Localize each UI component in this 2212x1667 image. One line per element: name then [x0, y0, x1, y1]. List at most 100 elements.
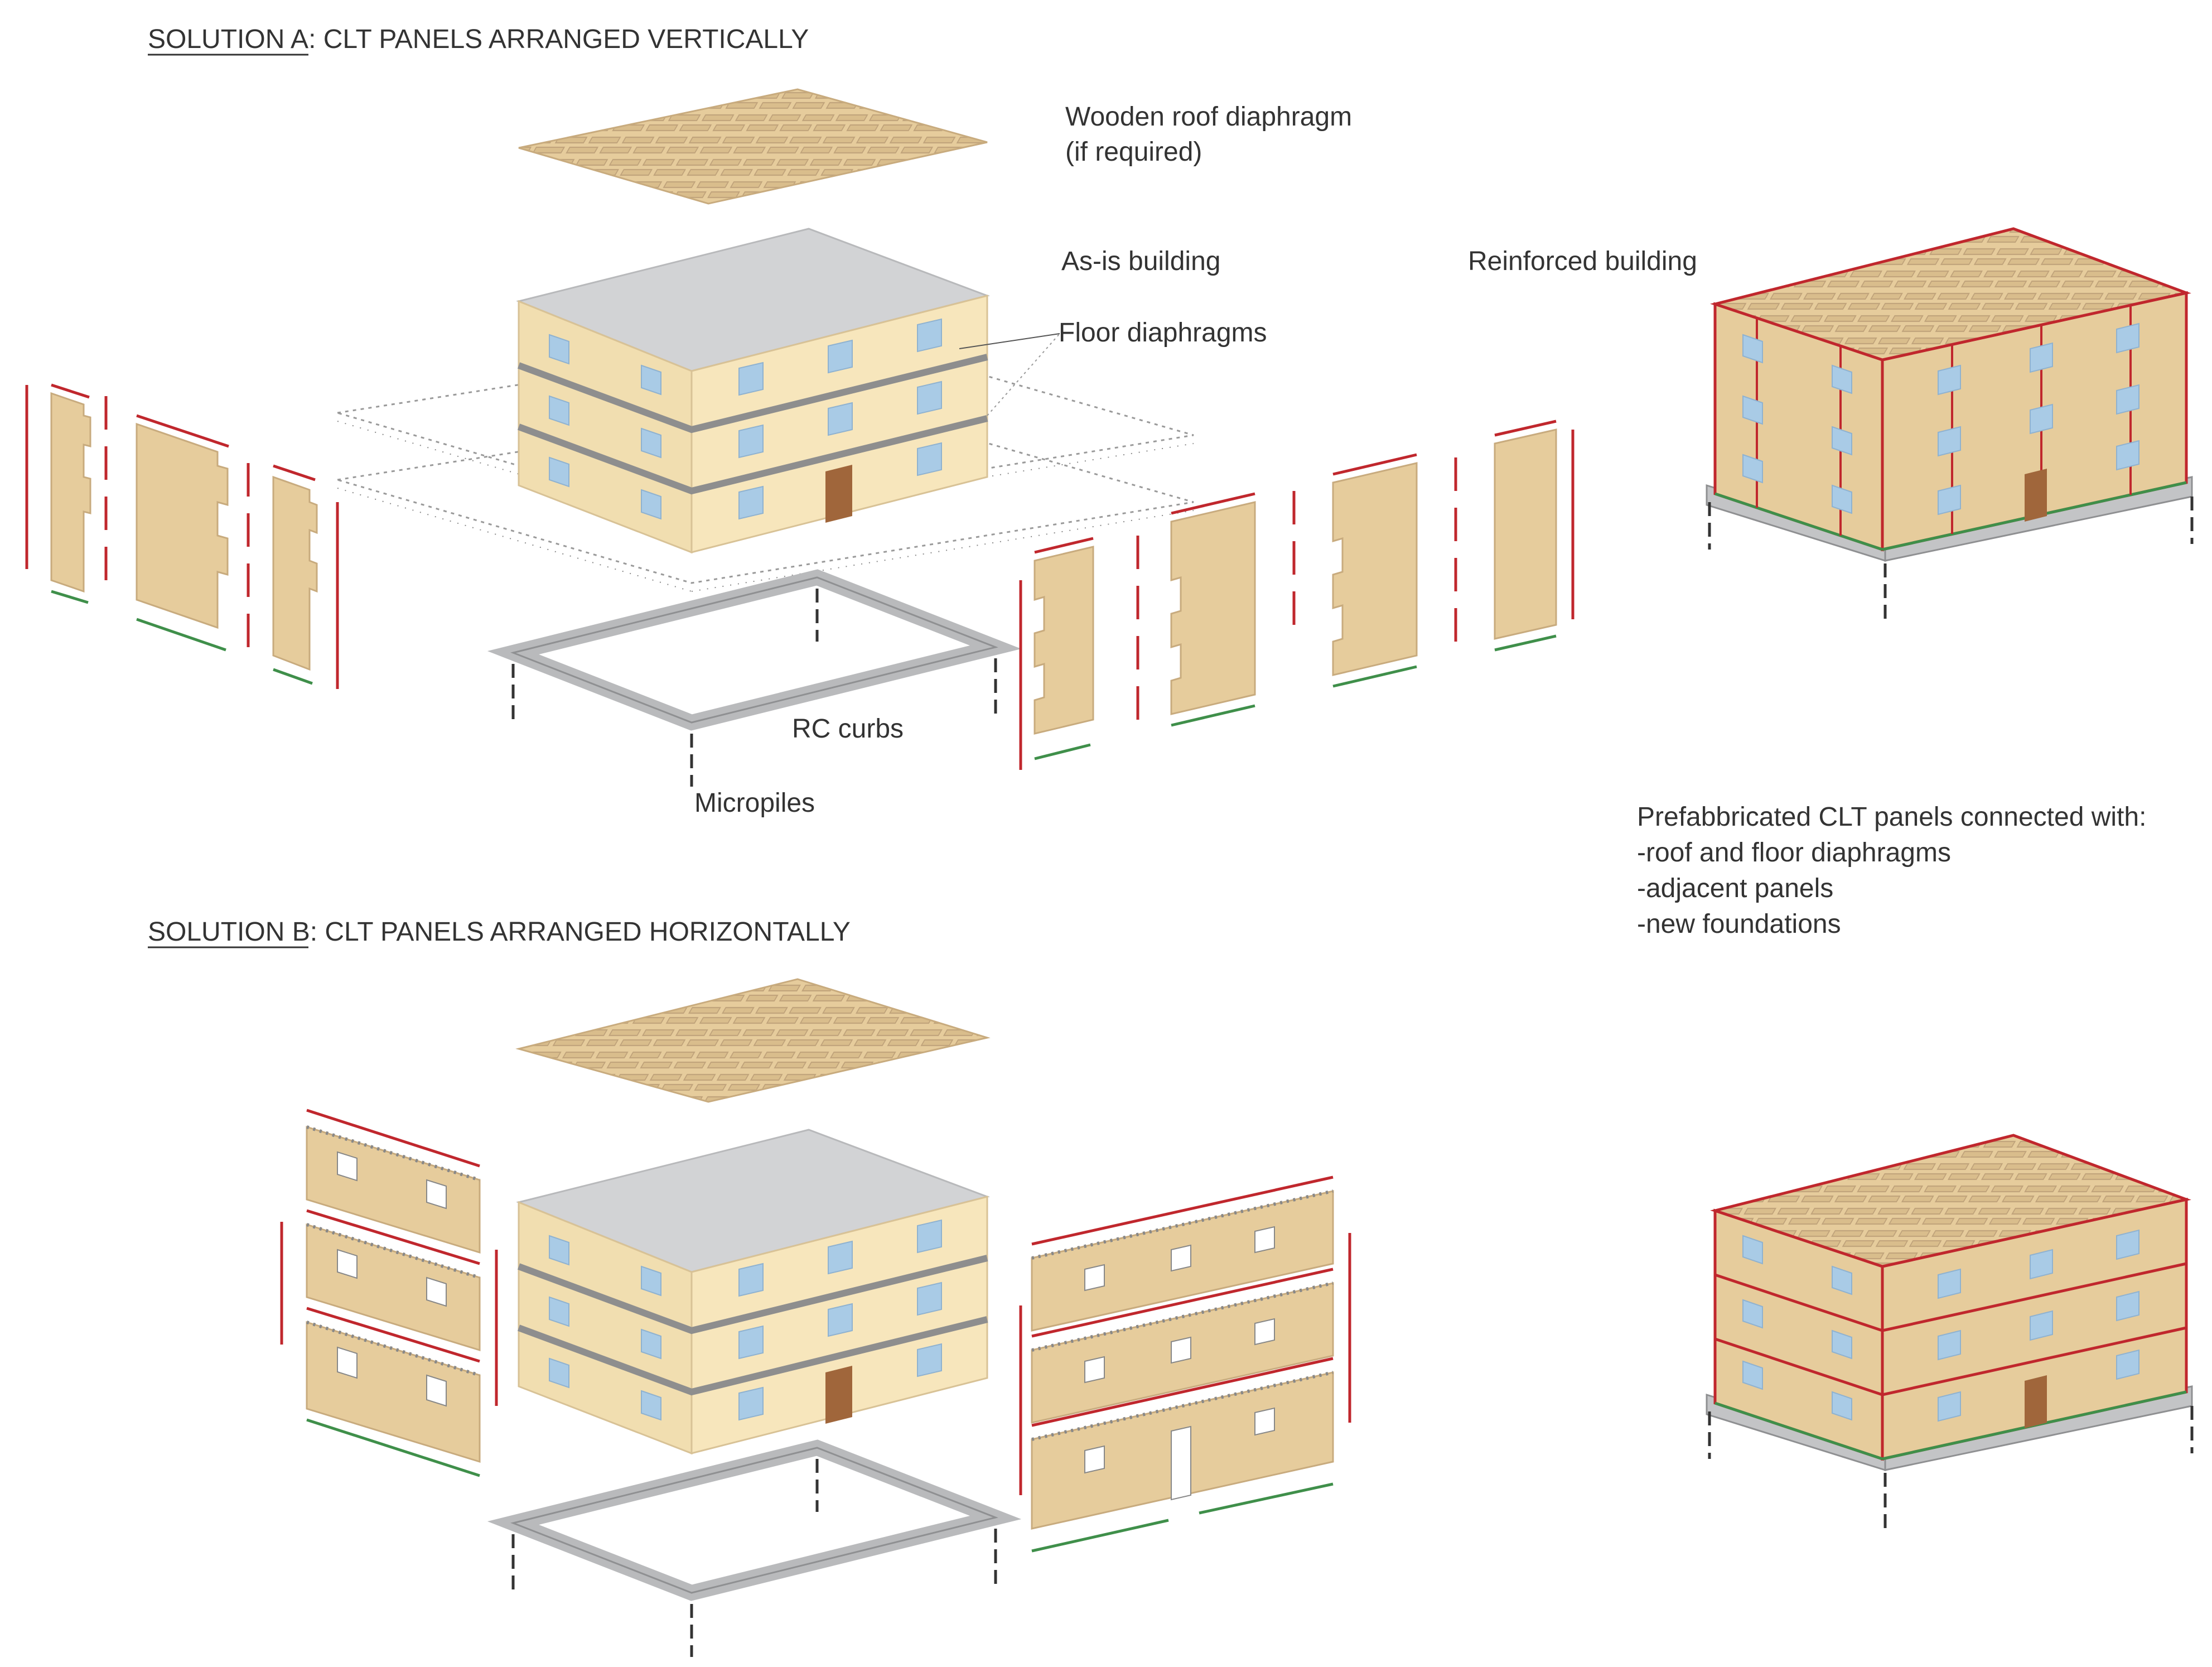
- window-icon: [549, 395, 569, 426]
- window-icon: [641, 489, 661, 520]
- rc-curbs-a: [487, 569, 1022, 787]
- window-icon: [1742, 395, 1763, 425]
- window-icon: [1832, 1265, 1852, 1295]
- rc-curbs-b: [487, 1439, 1022, 1657]
- window-icon: [1832, 364, 1852, 394]
- window-icon: [828, 339, 853, 374]
- window-icon: [1742, 1299, 1763, 1329]
- clt-panel: [272, 475, 318, 671]
- window-icon: [2030, 403, 2053, 435]
- window-icon: [549, 1235, 569, 1266]
- reinforced-building-label: Reinforced building: [1468, 247, 1697, 276]
- door-icon: [2025, 1375, 2047, 1428]
- window-icon: [828, 402, 853, 436]
- window-icon: [2030, 1310, 2053, 1341]
- clt-panel: [1170, 501, 1256, 715]
- window-icon: [917, 318, 942, 353]
- notes-block: Prefabbricated CLT panels connected with…: [1637, 802, 2146, 939]
- clt-panels-horizontal-right-b: [1019, 1175, 1351, 1553]
- window-icon: [641, 1390, 661, 1421]
- clt-panels-horizontal-left-b: [280, 1109, 498, 1477]
- window-icon: [2030, 1249, 2053, 1280]
- clt-panel: [50, 392, 91, 593]
- window-icon: [738, 424, 764, 459]
- clt-panel: [1332, 462, 1418, 676]
- rc-curbs-label: RC curbs: [792, 714, 904, 744]
- window-icon: [1938, 426, 1961, 457]
- reinforced-building-a: [1706, 227, 2194, 619]
- window-icon: [549, 1296, 569, 1327]
- notes-item: -adjacent panels: [1637, 874, 1833, 903]
- floor-diaphragms-label: Floor diaphragms: [1059, 318, 1267, 348]
- window-icon: [1742, 1360, 1763, 1390]
- reinforced-building-b: [1706, 1134, 2194, 1529]
- notes-heading: Prefabbricated CLT panels connected with…: [1637, 802, 2146, 832]
- clt-panel: [136, 422, 229, 629]
- window-icon: [549, 1357, 569, 1389]
- clt-panel: [1494, 428, 1557, 640]
- building-a-floor-slab-1: [517, 354, 988, 433]
- window-icon: [917, 1343, 942, 1377]
- clt-panels-vertical-right-a: [1019, 420, 1575, 770]
- window-icon: [738, 1263, 764, 1297]
- window-icon: [1938, 364, 1961, 396]
- window-icon: [641, 364, 661, 396]
- window-icon: [828, 1240, 853, 1275]
- window-icon: [2116, 1290, 2139, 1322]
- notes-item: -roof and floor diaphragms: [1637, 838, 1951, 868]
- window-icon: [549, 334, 569, 365]
- window-icon: [738, 1386, 764, 1421]
- floor-diaphragms-leader: [959, 333, 1060, 349]
- clt-panel: [306, 1321, 481, 1463]
- solution-a-rest: : CLT PANELS ARRANGED VERTICALLY: [308, 25, 809, 54]
- window-icon: [1832, 426, 1852, 456]
- window-icon: [738, 362, 764, 396]
- window-icon: [549, 456, 569, 488]
- window-icon: [2116, 440, 2139, 471]
- micropiles-label: Micropiles: [694, 788, 815, 818]
- roof-diaphragm-b: [515, 978, 991, 1103]
- window-icon: [1938, 484, 1961, 515]
- notes-item: -new foundations: [1637, 909, 1841, 939]
- window-icon: [738, 485, 764, 520]
- clt-panel: [1033, 546, 1094, 735]
- window-icon: [828, 1303, 853, 1337]
- roof-diaphragm-label: Wooden roof diaphragm: [1065, 102, 1352, 132]
- door-icon: [825, 465, 852, 523]
- solution-a-title: SOLUTION A: CLT PANELS ARRANGED VERTICAL…: [148, 25, 809, 54]
- window-icon: [2116, 384, 2139, 415]
- window-icon: [1742, 454, 1763, 484]
- window-icon: [641, 1265, 661, 1297]
- window-icon: [2116, 1229, 2139, 1260]
- window-icon: [641, 427, 661, 459]
- as-is-building-a: [516, 228, 991, 554]
- window-icon: [1832, 484, 1852, 514]
- window-icon: [1938, 1268, 1961, 1299]
- solution-b-rest: : CLT PANELS ARRANGED HORIZONTALLY: [310, 917, 851, 947]
- roof-diaphragm-note: (if required): [1065, 137, 1202, 167]
- solution-b-prefix: SOLUTION B: [148, 917, 310, 947]
- solution-a-prefix: SOLUTION A: [148, 25, 308, 54]
- window-icon: [738, 1325, 764, 1360]
- roof-diaphragm-a: [518, 88, 988, 205]
- door-icon: [2025, 469, 2047, 522]
- solution-b-title: SOLUTION B: CLT PANELS ARRANGED HORIZONT…: [148, 917, 851, 947]
- window-icon: [917, 1219, 942, 1254]
- window-icon: [917, 442, 942, 476]
- window-icon: [641, 1328, 661, 1360]
- building-a-floor-slab-2: [517, 415, 988, 495]
- window-icon: [1938, 1329, 1961, 1361]
- window-icon: [1938, 1391, 1961, 1422]
- window-icon: [1832, 1329, 1852, 1360]
- window-icon: [917, 380, 942, 415]
- as-is-building-b: [516, 1129, 991, 1455]
- window-icon: [2030, 342, 2053, 373]
- window-icon: [2116, 322, 2139, 354]
- window-icon: [1832, 1391, 1852, 1421]
- clt-panels-vertical-left-a: [25, 383, 339, 689]
- as-is-building-label: As-is building: [1061, 247, 1220, 276]
- door-icon: [825, 1366, 852, 1424]
- window-icon: [2116, 1349, 2139, 1380]
- window-icon: [1742, 334, 1763, 364]
